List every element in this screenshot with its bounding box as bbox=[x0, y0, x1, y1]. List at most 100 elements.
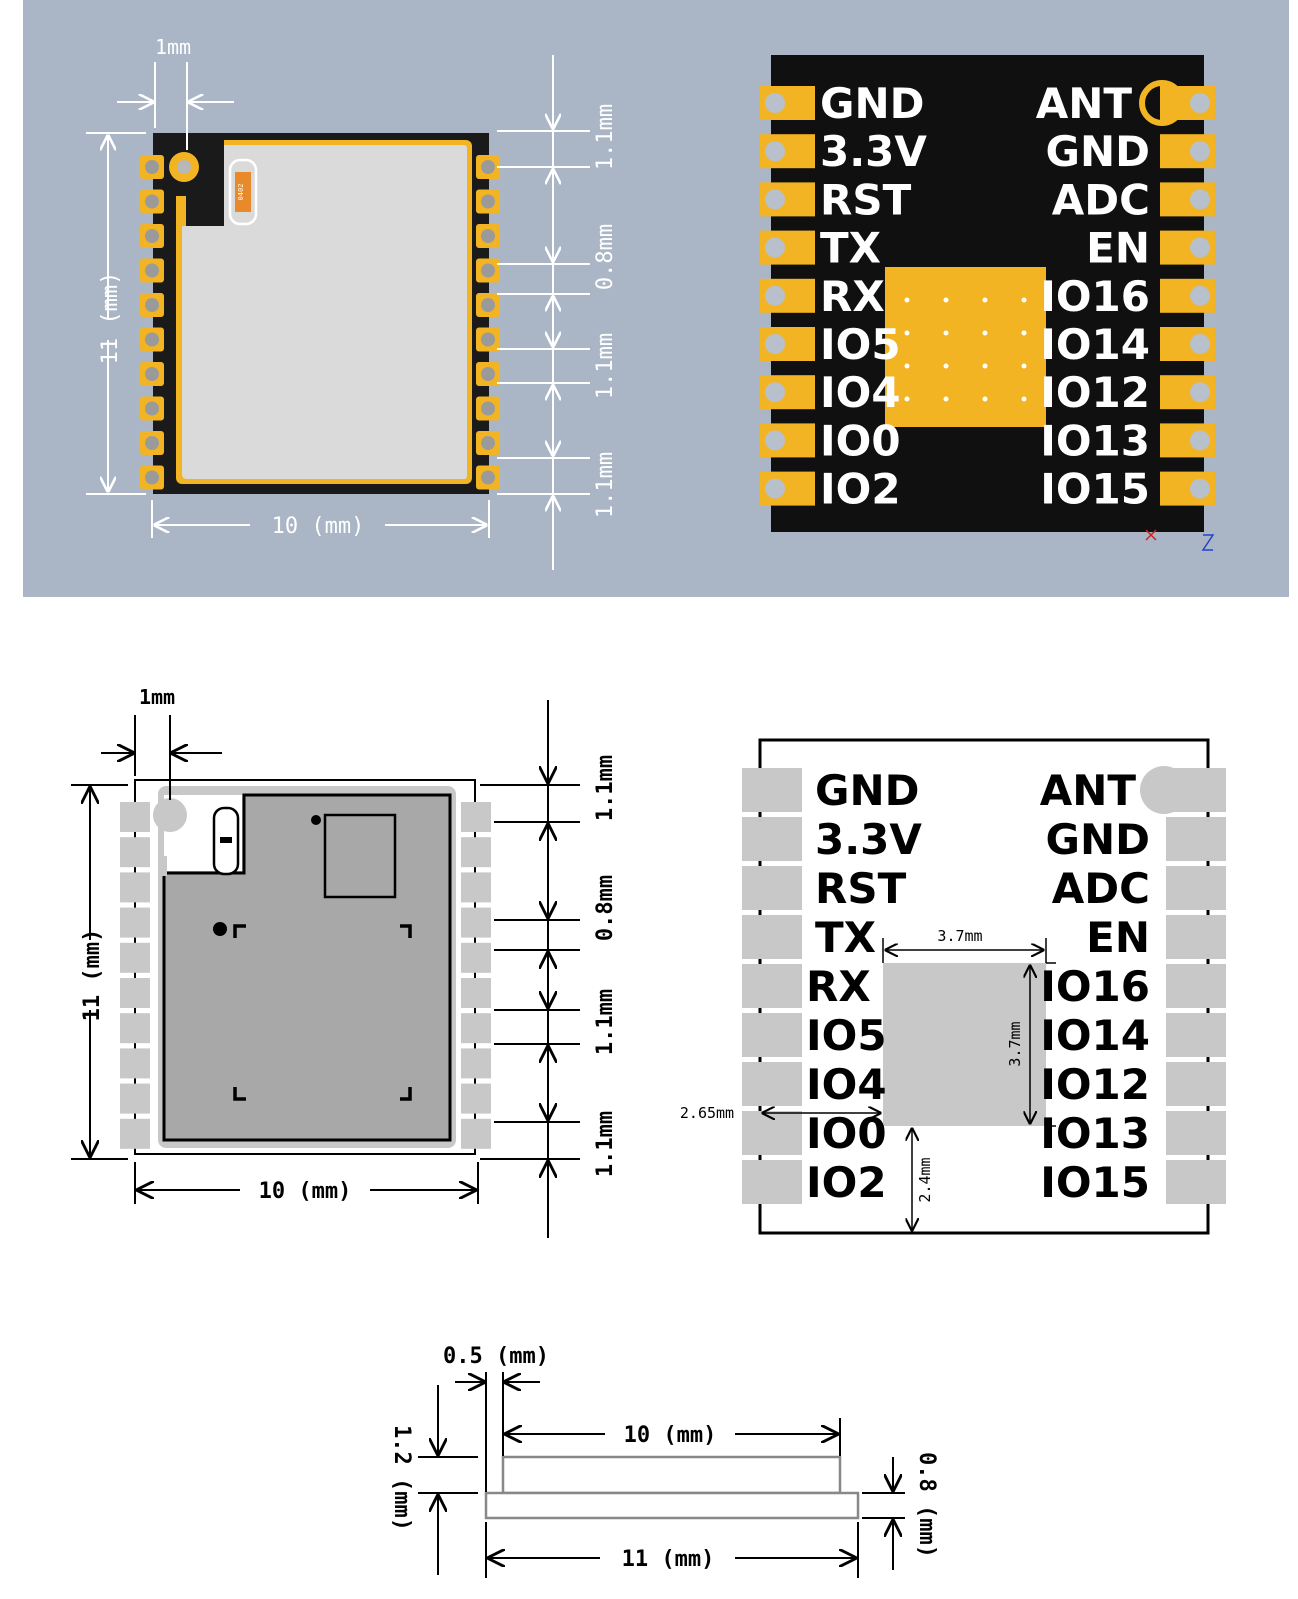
shield-side-profile bbox=[501, 1455, 842, 1495]
shield-can bbox=[182, 145, 467, 479]
pin-label-gnd: GND bbox=[1046, 127, 1151, 176]
castellated-pad bbox=[120, 837, 150, 868]
pin-pad bbox=[1166, 915, 1226, 959]
castellated-pad bbox=[120, 872, 150, 903]
chip-outline bbox=[323, 813, 397, 899]
ant-pad-ring bbox=[1139, 80, 1185, 126]
castellated-pad bbox=[461, 942, 491, 973]
pin-label-ant: ANT bbox=[1036, 79, 1133, 128]
pad-bottom-offset-label: 2.4mm bbox=[916, 1157, 934, 1202]
pin-pad bbox=[1166, 1062, 1226, 1106]
pin-pad bbox=[742, 964, 802, 1008]
castellated-pad bbox=[461, 837, 491, 868]
pin-pad bbox=[1166, 1111, 1226, 1155]
right-castellated-pads bbox=[476, 155, 500, 490]
pin-label-io4: IO4 bbox=[806, 1060, 887, 1109]
resistor-outline bbox=[228, 158, 258, 226]
resistor-label: 0402 bbox=[237, 184, 245, 201]
height-label: 11 (mm) bbox=[98, 272, 123, 365]
thermal-vias bbox=[904, 297, 1027, 402]
antenna-area bbox=[160, 140, 224, 226]
pin-pad bbox=[1166, 817, 1226, 861]
dim-0-8mm: 0.8mm bbox=[593, 224, 618, 290]
pitch-label: 1mm bbox=[139, 685, 175, 709]
left-pads bbox=[742, 768, 802, 1204]
top-left-render-panel: 0402 1mm 11 (mm) 10 (mm) bbox=[23, 0, 663, 597]
castellated-pad bbox=[461, 907, 491, 938]
pitch-label: 1mm bbox=[155, 35, 191, 59]
pin-label-rst: RST bbox=[815, 864, 907, 913]
middle-left-outline-drawing: 1mm 11 (mm) 10 (mm) bbox=[71, 685, 618, 1238]
resistor bbox=[235, 172, 251, 212]
castellated-pad bbox=[120, 1118, 150, 1149]
pin-label-io15: IO15 bbox=[1040, 465, 1150, 514]
pin-label-io5: IO5 bbox=[820, 320, 901, 369]
pin-label-io14: IO14 bbox=[1040, 320, 1150, 369]
pin-label-adc: ADC bbox=[1052, 175, 1150, 224]
total-height-label: 1.2 (mm) bbox=[389, 1425, 414, 1531]
castellated-pad bbox=[461, 802, 491, 832]
pin-label-rx: RX bbox=[806, 962, 871, 1011]
width-label: 10 (mm) bbox=[272, 514, 365, 539]
castellated-pad bbox=[120, 1013, 150, 1044]
castellated-pad bbox=[461, 978, 491, 1008]
pin-label-adc: ADC bbox=[1052, 864, 1150, 913]
width-label: 10 (mm) bbox=[259, 1179, 352, 1204]
pin-label-ant: ANT bbox=[1040, 766, 1137, 815]
height-label: 11 (mm) bbox=[80, 929, 105, 1022]
castellated-pad bbox=[120, 942, 150, 973]
pin-pad bbox=[1166, 1160, 1226, 1204]
pcb-side-profile bbox=[484, 1491, 860, 1520]
pin-label-io16: IO16 bbox=[1040, 272, 1150, 321]
pin-pad bbox=[742, 817, 802, 861]
top-width-label: 10 (mm) bbox=[624, 1423, 717, 1448]
pin-label-tx: TX bbox=[815, 913, 876, 962]
base-width-label: 11 (mm) bbox=[622, 1547, 715, 1572]
ant-pad bbox=[1140, 766, 1188, 814]
pin-label-io12: IO12 bbox=[1040, 1060, 1150, 1109]
pin-label-3-3v: 3.3V bbox=[820, 127, 927, 176]
antenna-pad bbox=[153, 798, 187, 832]
pin-pad bbox=[742, 1160, 802, 1204]
pin-label-io13: IO13 bbox=[1040, 1109, 1150, 1158]
right-pads bbox=[1166, 768, 1226, 1204]
thermal-pad bbox=[885, 267, 1046, 427]
pin-label-3-3v: 3.3V bbox=[815, 815, 922, 864]
pin-pad bbox=[1166, 866, 1226, 910]
pin-label-io4: IO4 bbox=[820, 368, 901, 417]
castellated-pad bbox=[461, 1013, 491, 1044]
dim-1-1mm-a: 1.1mm bbox=[593, 104, 618, 170]
dim-1-1mm-a: 1.1mm bbox=[593, 755, 618, 821]
pin-label-en: EN bbox=[1086, 224, 1150, 273]
castellated-pad bbox=[120, 802, 150, 832]
pin-label-gnd: GND bbox=[1046, 815, 1151, 864]
pin-label-gnd: GND bbox=[820, 79, 925, 128]
pin-label-rx: RX bbox=[820, 272, 885, 321]
pad-width-label: 3.7mm bbox=[937, 927, 982, 945]
pin-label-io0: IO0 bbox=[806, 1109, 887, 1158]
dim-1-1mm-c: 1.1mm bbox=[593, 1111, 618, 1177]
castellated-pad bbox=[120, 907, 150, 938]
pin-label-io12: IO12 bbox=[1040, 368, 1150, 417]
pin-pad bbox=[742, 866, 802, 910]
pin-label-en: EN bbox=[1086, 913, 1150, 962]
pin-label-io2: IO2 bbox=[806, 1158, 887, 1207]
dim-1-1mm-c: 1.1mm bbox=[593, 452, 618, 518]
thermal-pad bbox=[883, 963, 1046, 1126]
pin-label-io5: IO5 bbox=[806, 1011, 887, 1060]
pad-left-offset-label: 2.65mm bbox=[680, 1104, 734, 1122]
pin-pad bbox=[742, 915, 802, 959]
right-pins-gold bbox=[1160, 86, 1215, 506]
pin-pad bbox=[742, 768, 802, 812]
side-view-drawing: 0.5 (mm) 10 (mm) 1.2 (mm) 0.8 (mm) 11 (m… bbox=[389, 1344, 939, 1578]
left-pins-gold bbox=[760, 86, 815, 506]
pad-height-label: 3.7mm bbox=[1006, 1021, 1024, 1066]
castellated-pad bbox=[120, 1048, 150, 1079]
